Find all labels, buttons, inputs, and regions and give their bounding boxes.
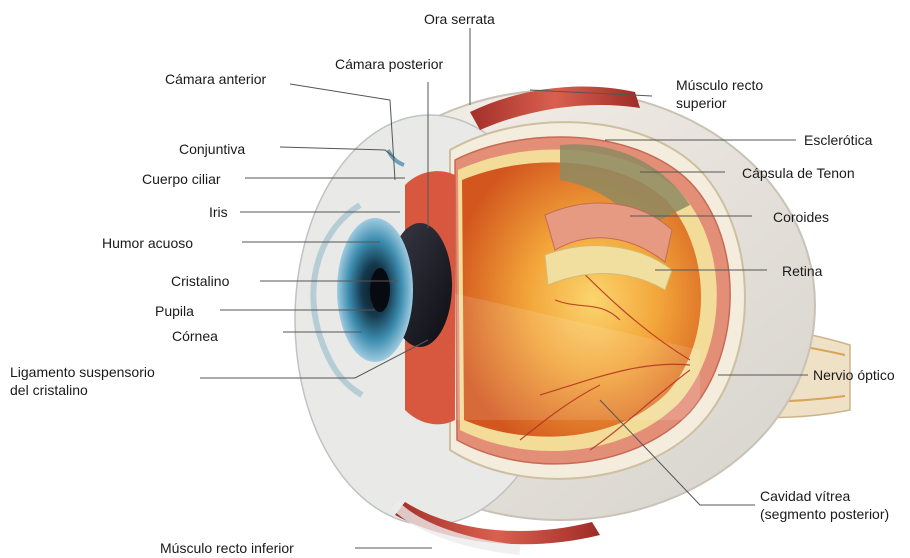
- label-esclerotica: Esclerótica: [804, 131, 872, 149]
- label-musculo-recto-superior: Músculo recto superior: [676, 76, 763, 112]
- label-ligamento-line2: del cristalino: [10, 381, 155, 399]
- pupil: [370, 268, 390, 312]
- label-capsula-tenon: Cápsula de Tenon: [742, 164, 855, 182]
- label-retina: Retina: [782, 262, 822, 280]
- label-conjuntiva: Conjuntiva: [179, 140, 245, 158]
- label-camara-anterior: Cámara anterior: [165, 70, 266, 88]
- label-cornea: Córnea: [172, 327, 218, 345]
- label-musculo-recto-inferior: Músculo recto inferior: [160, 539, 294, 557]
- label-musculo-recto-superior-line2: superior: [676, 94, 763, 112]
- label-cristalino: Cristalino: [171, 272, 229, 290]
- label-cavidad-vitrea: Cavidad vítrea (segmento posterior): [760, 487, 889, 523]
- label-musculo-recto-superior-line1: Músculo recto: [676, 76, 763, 94]
- label-ora-serrata: Ora serrata: [424, 10, 495, 28]
- label-iris: Iris: [209, 203, 228, 221]
- label-humor-acuoso: Humor acuoso: [102, 234, 193, 252]
- label-nervio-optico: Nervio óptico: [813, 366, 895, 384]
- label-cuerpo-ciliar: Cuerpo ciliar: [142, 170, 221, 188]
- label-pupila: Pupila: [155, 302, 194, 320]
- label-camara-posterior: Cámara posterior: [335, 55, 443, 73]
- label-cavidad-vitrea-line2: (segmento posterior): [760, 505, 889, 523]
- label-cavidad-vitrea-line1: Cavidad vítrea: [760, 487, 889, 505]
- label-coroides: Coroides: [773, 208, 829, 226]
- label-ligamento-line1: Ligamento suspensorio: [10, 363, 155, 381]
- label-ligamento-suspensorio: Ligamento suspensorio del cristalino: [10, 363, 155, 399]
